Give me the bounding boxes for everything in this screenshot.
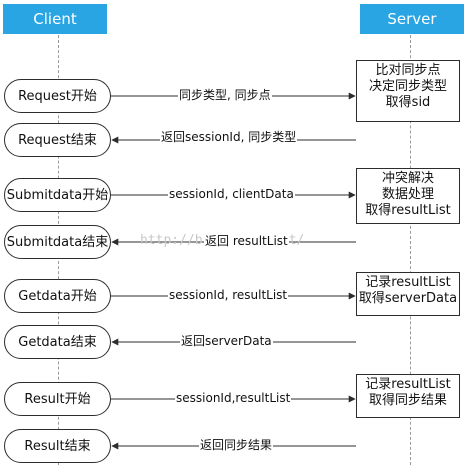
server-box-line: 取得resultList [365,203,451,218]
server-box-line: 比对同步点 [375,63,441,78]
server-box-line: 记录resultList [365,275,451,290]
server-box-line: 数据处理 [381,187,434,202]
submitdata-send-label: sessionId, clientData [168,187,295,201]
server-box-line: 冲突解决 [381,171,434,186]
result-send-label: sessionId,resultList [175,391,292,405]
submitdata-start-node: Submitdata开始 [4,178,111,212]
request-return-label: 返回sessionId, 同步类型 [160,130,298,144]
result-start-node: Result开始 [4,382,111,416]
submitdata-return-label: 返回 resultList [204,234,289,248]
server-box-line: 记录resultList [365,377,451,392]
server-box-line: 取得serverData [358,291,458,306]
request-end-node: Request结束 [4,123,111,157]
server-box-line: 决定同步类型 [368,79,447,94]
getdata-return-label: 返回serverData [180,334,273,348]
result-server-box: 记录resultList 取得同步结果 [356,374,460,418]
getdata-start-node: Getdata开始 [4,279,111,313]
getdata-send-label: sessionId, resultList [168,288,289,302]
getdata-end-node: Getdata结束 [4,325,111,359]
submitdata-server-box: 冲突解决 数据处理 取得resultList [356,168,460,224]
request-send-label: 同步类型, 同步点 [178,88,272,102]
server-box-line: 取得同步结果 [368,393,447,408]
request-start-node: Request开始 [4,79,111,113]
result-end-node: Result结束 [4,429,111,463]
server-box-line: 取得sid [385,95,431,110]
server-lifeline [410,35,411,465]
client-header: Client [3,4,107,34]
request-server-box: 比对同步点 决定同步类型 取得sid [356,60,460,122]
submitdata-end-node: Submitdata结束 [4,225,111,259]
server-header: Server [360,4,464,34]
result-return-label: 返回同步结果 [199,438,274,452]
getdata-server-box: 记录resultList 取得serverData [356,272,460,316]
